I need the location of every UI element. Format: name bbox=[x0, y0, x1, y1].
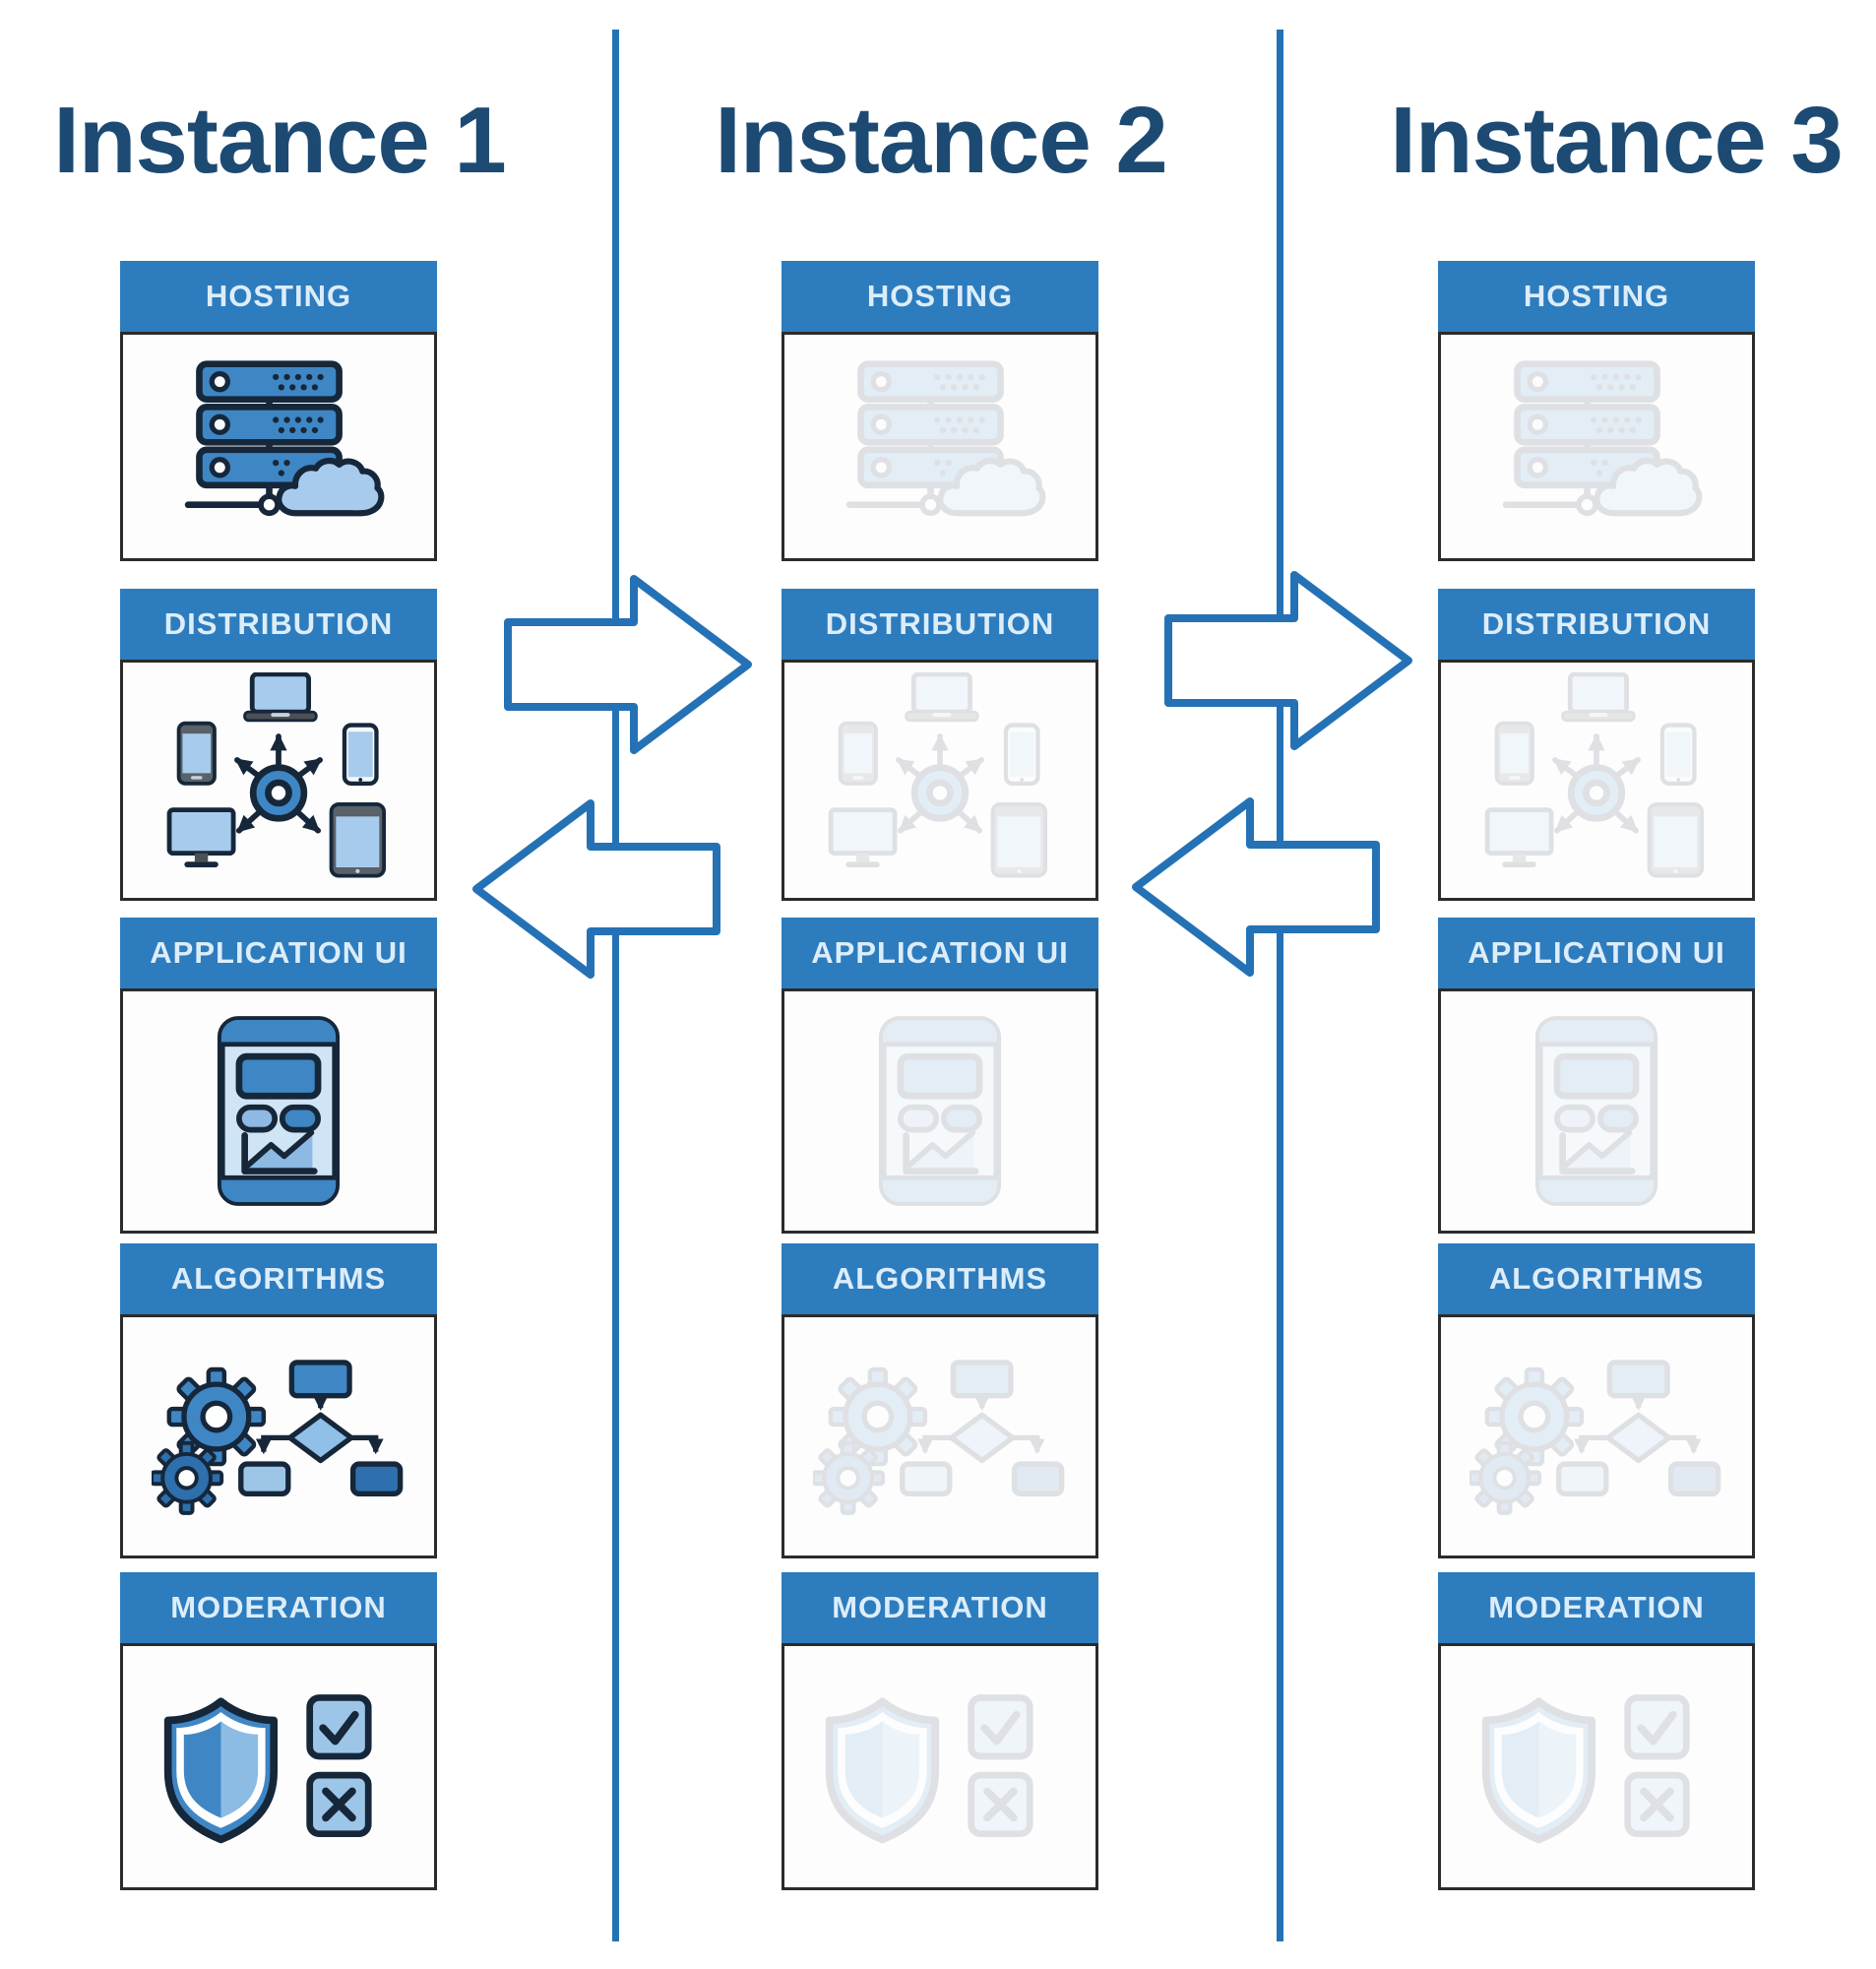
server-stack-cloud-icon bbox=[833, 358, 1047, 536]
card-body bbox=[1438, 1314, 1755, 1558]
card-header: DISTRIBUTION bbox=[120, 589, 437, 660]
card-label: MODERATION bbox=[170, 1590, 387, 1624]
column-title-instance-3: Instance 3 bbox=[1390, 88, 1844, 193]
card-distribution: DISTRIBUTION bbox=[1438, 589, 1755, 901]
arrow-left-3-to-2-icon bbox=[1128, 794, 1380, 981]
card-application-ui: APPLICATION UI bbox=[1438, 918, 1755, 1234]
card-header: DISTRIBUTION bbox=[782, 589, 1098, 660]
card-body bbox=[782, 1643, 1098, 1890]
card-label: MODERATION bbox=[832, 1590, 1048, 1624]
card-label: DISTRIBUTION bbox=[163, 606, 394, 641]
card-body bbox=[120, 1643, 437, 1890]
card-header: ALGORITHMS bbox=[120, 1243, 437, 1314]
card-label: DISTRIBUTION bbox=[825, 606, 1055, 641]
card-header: MODERATION bbox=[1438, 1572, 1755, 1643]
divider-line-2 bbox=[1277, 30, 1283, 1941]
arrow-left-2-to-1-icon bbox=[469, 795, 720, 983]
card-header: ALGORITHMS bbox=[782, 1243, 1098, 1314]
card-moderation: MODERATION bbox=[1438, 1572, 1755, 1890]
network-distribution-icon bbox=[165, 672, 392, 889]
column-instance-1: HOSTING DISTRIBUTION APPLICATION UI ALGO… bbox=[120, 261, 437, 1895]
card-body bbox=[120, 660, 437, 901]
card-body bbox=[1438, 988, 1755, 1234]
card-body bbox=[782, 1314, 1098, 1558]
card-label: HOSTING bbox=[866, 279, 1014, 313]
card-header: HOSTING bbox=[120, 261, 437, 332]
shield-approve-reject-icon bbox=[1478, 1684, 1715, 1850]
card-distribution: DISTRIBUTION bbox=[120, 589, 437, 901]
card-body bbox=[782, 660, 1098, 901]
card-moderation: MODERATION bbox=[782, 1572, 1098, 1890]
column-title-instance-2: Instance 2 bbox=[715, 88, 1168, 193]
card-body bbox=[782, 332, 1098, 561]
card-label: ALGORITHMS bbox=[170, 1261, 387, 1296]
card-body bbox=[1438, 1643, 1755, 1890]
server-stack-cloud-icon bbox=[171, 358, 386, 536]
shield-approve-reject-icon bbox=[822, 1684, 1058, 1850]
column-instance-3: HOSTING DISTRIBUTION APPLICATION UI ALGO… bbox=[1438, 261, 1755, 1895]
card-application-ui: APPLICATION UI bbox=[120, 918, 437, 1234]
network-distribution-icon bbox=[827, 672, 1053, 889]
card-moderation: MODERATION bbox=[120, 1572, 437, 1890]
card-label: MODERATION bbox=[1488, 1590, 1705, 1624]
card-header: DISTRIBUTION bbox=[1438, 589, 1755, 660]
network-distribution-icon bbox=[1483, 672, 1710, 889]
card-label: HOSTING bbox=[205, 279, 352, 313]
card-label: APPLICATION UI bbox=[1468, 935, 1725, 970]
card-distribution: DISTRIBUTION bbox=[782, 589, 1098, 901]
card-label: APPLICATION UI bbox=[150, 935, 407, 970]
card-body bbox=[120, 332, 437, 561]
card-header: HOSTING bbox=[1438, 261, 1755, 332]
mobile-app-ui-icon bbox=[217, 1015, 341, 1207]
gears-flowchart-icon bbox=[1470, 1354, 1723, 1520]
arrow-right-1-to-2-icon bbox=[504, 571, 756, 758]
card-algorithms: ALGORITHMS bbox=[782, 1243, 1098, 1558]
card-body bbox=[120, 988, 437, 1234]
card-label: APPLICATION UI bbox=[811, 935, 1069, 970]
card-header: MODERATION bbox=[120, 1572, 437, 1643]
card-header: ALGORITHMS bbox=[1438, 1243, 1755, 1314]
card-hosting: HOSTING bbox=[1438, 261, 1755, 561]
card-body bbox=[1438, 332, 1755, 561]
card-label: ALGORITHMS bbox=[832, 1261, 1048, 1296]
card-body bbox=[1438, 660, 1755, 901]
card-header: APPLICATION UI bbox=[120, 918, 437, 988]
card-header: MODERATION bbox=[782, 1572, 1098, 1643]
card-hosting: HOSTING bbox=[782, 261, 1098, 561]
card-header: APPLICATION UI bbox=[782, 918, 1098, 988]
card-application-ui: APPLICATION UI bbox=[782, 918, 1098, 1234]
card-label: ALGORITHMS bbox=[1488, 1261, 1705, 1296]
gears-flowchart-icon bbox=[152, 1354, 406, 1520]
column-title-instance-1: Instance 1 bbox=[53, 88, 507, 193]
card-header: HOSTING bbox=[782, 261, 1098, 332]
card-label: HOSTING bbox=[1523, 279, 1670, 313]
column-instance-2: HOSTING DISTRIBUTION APPLICATION UI ALGO… bbox=[782, 261, 1098, 1895]
mobile-app-ui-icon bbox=[878, 1015, 1002, 1207]
card-body bbox=[782, 988, 1098, 1234]
shield-approve-reject-icon bbox=[160, 1684, 397, 1850]
divider-line-1 bbox=[612, 30, 619, 1941]
gears-flowchart-icon bbox=[813, 1354, 1067, 1520]
card-hosting: HOSTING bbox=[120, 261, 437, 561]
arrow-right-2-to-3-icon bbox=[1164, 567, 1416, 754]
card-algorithms: ALGORITHMS bbox=[120, 1243, 437, 1558]
card-header: APPLICATION UI bbox=[1438, 918, 1755, 988]
server-stack-cloud-icon bbox=[1489, 358, 1704, 536]
card-label: DISTRIBUTION bbox=[1481, 606, 1712, 641]
card-body bbox=[120, 1314, 437, 1558]
card-algorithms: ALGORITHMS bbox=[1438, 1243, 1755, 1558]
mobile-app-ui-icon bbox=[1534, 1015, 1658, 1207]
